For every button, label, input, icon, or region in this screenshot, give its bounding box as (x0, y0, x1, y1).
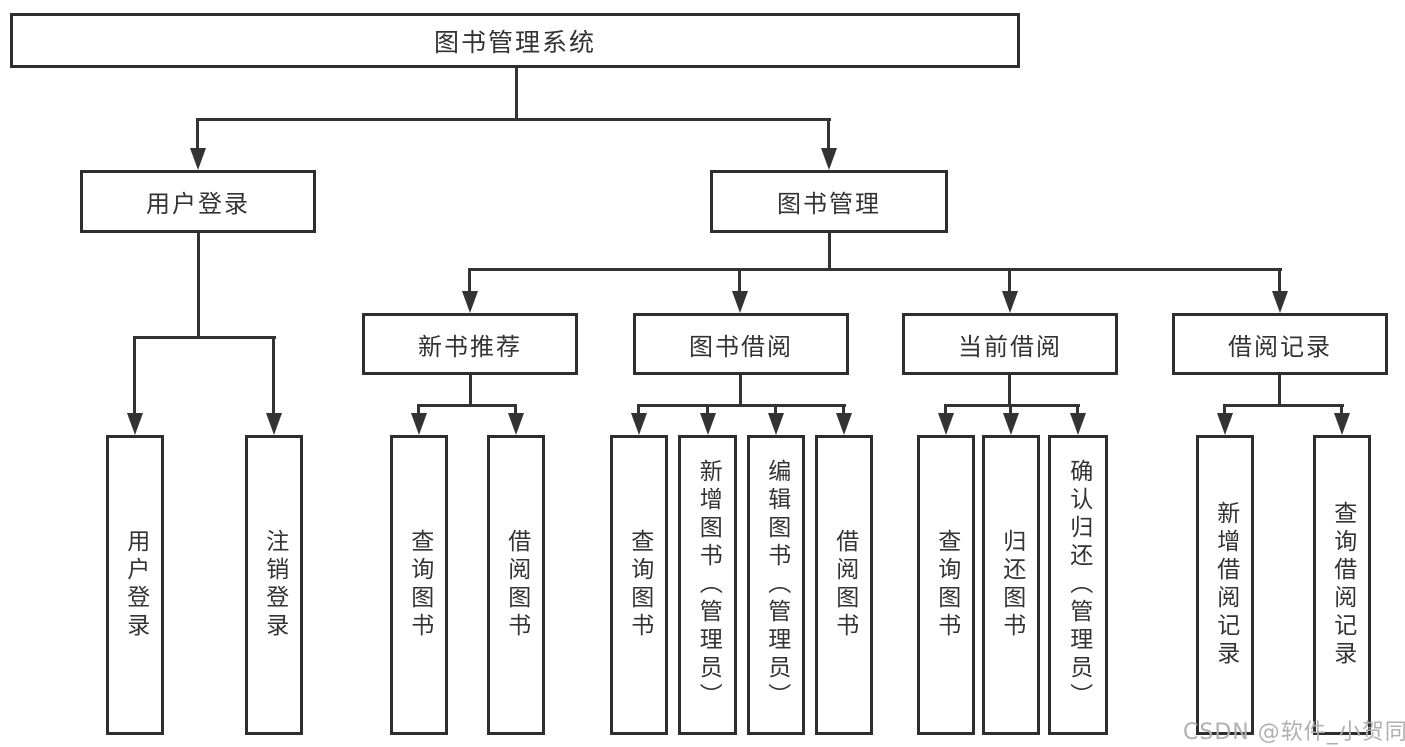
connector-line (944, 404, 1080, 407)
connector-line (1223, 404, 1226, 416)
connector-line (515, 68, 518, 121)
connector-line (1076, 404, 1079, 416)
node-edit-books-admin: 编辑图书（管理员） (747, 435, 805, 735)
connector-line (197, 233, 200, 339)
node-borrow-books-recommend: 借阅图书 (487, 435, 545, 735)
connector-line (417, 404, 517, 407)
connector-line (1009, 404, 1012, 416)
connector-line (1223, 404, 1344, 407)
node-query-books-borrowing: 查询图书 (610, 435, 668, 735)
arrow-down-icon (1003, 413, 1019, 435)
connector-line (637, 404, 640, 416)
csdn-watermark: CSDN @软件_小贺同学 (1183, 720, 1405, 745)
node-query-borrow-record: 查询借阅记录 (1313, 435, 1371, 735)
node-confirm-return-admin: 确认归还（管理员） (1048, 435, 1108, 735)
node-book-management: 图书管理 (710, 170, 948, 233)
connector-line (417, 404, 420, 416)
arrow-down-icon (700, 413, 716, 435)
connector-line (738, 268, 741, 296)
arrow-down-icon (1334, 413, 1350, 435)
connector-line (774, 404, 777, 416)
node-book-borrowing: 图书借阅 (633, 313, 849, 375)
node-add-borrow-record: 新增借阅记录 (1196, 435, 1254, 735)
arrow-down-icon (411, 413, 427, 435)
arrow-down-icon (266, 413, 282, 435)
connector-line (133, 336, 136, 416)
node-new-book-recommend: 新书推荐 (362, 313, 578, 375)
node-borrow-books-borrowing: 借阅图书 (815, 435, 873, 735)
connector-line (1278, 375, 1281, 407)
arrow-down-icon (1272, 291, 1288, 313)
connector-line (1340, 404, 1343, 416)
node-user-login-branch: 用户登录 (80, 170, 316, 233)
connector-line (828, 233, 831, 271)
connector-line (468, 268, 471, 296)
node-add-books-admin: 新增图书（管理员） (678, 435, 737, 735)
connector-line (827, 118, 830, 154)
connector-line (469, 268, 1282, 271)
connector-line (197, 118, 831, 121)
connector-line (133, 336, 276, 339)
connector-line (1278, 268, 1281, 296)
arrow-down-icon (732, 291, 748, 313)
arrow-down-icon (821, 148, 837, 170)
connector-line (514, 404, 517, 416)
connector-line (706, 404, 709, 416)
node-library-management-system: 图书管理系统 (10, 13, 1020, 68)
connector-line (1008, 268, 1011, 296)
node-user-login-leaf: 用户登录 (106, 435, 164, 735)
node-borrowing-records: 借阅记录 (1172, 313, 1388, 375)
connector-line (842, 404, 845, 416)
connector-line (469, 375, 472, 407)
arrow-down-icon (768, 413, 784, 435)
arrow-down-icon (631, 413, 647, 435)
connector-line (272, 336, 275, 416)
arrow-down-icon (836, 413, 852, 435)
node-current-borrowing: 当前借阅 (902, 313, 1118, 375)
connector-line (944, 404, 947, 416)
arrow-down-icon (190, 148, 206, 170)
node-query-books-current: 查询图书 (917, 435, 975, 735)
arrow-down-icon (938, 413, 954, 435)
arrow-down-icon (508, 413, 524, 435)
node-query-books-recommend: 查询图书 (390, 435, 448, 735)
connector-line (1008, 375, 1011, 407)
node-return-books: 归还图书 (982, 435, 1040, 735)
connector-line (739, 375, 742, 407)
arrow-down-icon (127, 413, 143, 435)
arrow-down-icon (1002, 291, 1018, 313)
node-logout: 注销登录 (245, 435, 303, 735)
arrow-down-icon (462, 291, 478, 313)
arrow-down-icon (1070, 413, 1086, 435)
connector-line (637, 404, 846, 407)
connector-line (196, 118, 199, 154)
arrow-down-icon (1217, 413, 1233, 435)
